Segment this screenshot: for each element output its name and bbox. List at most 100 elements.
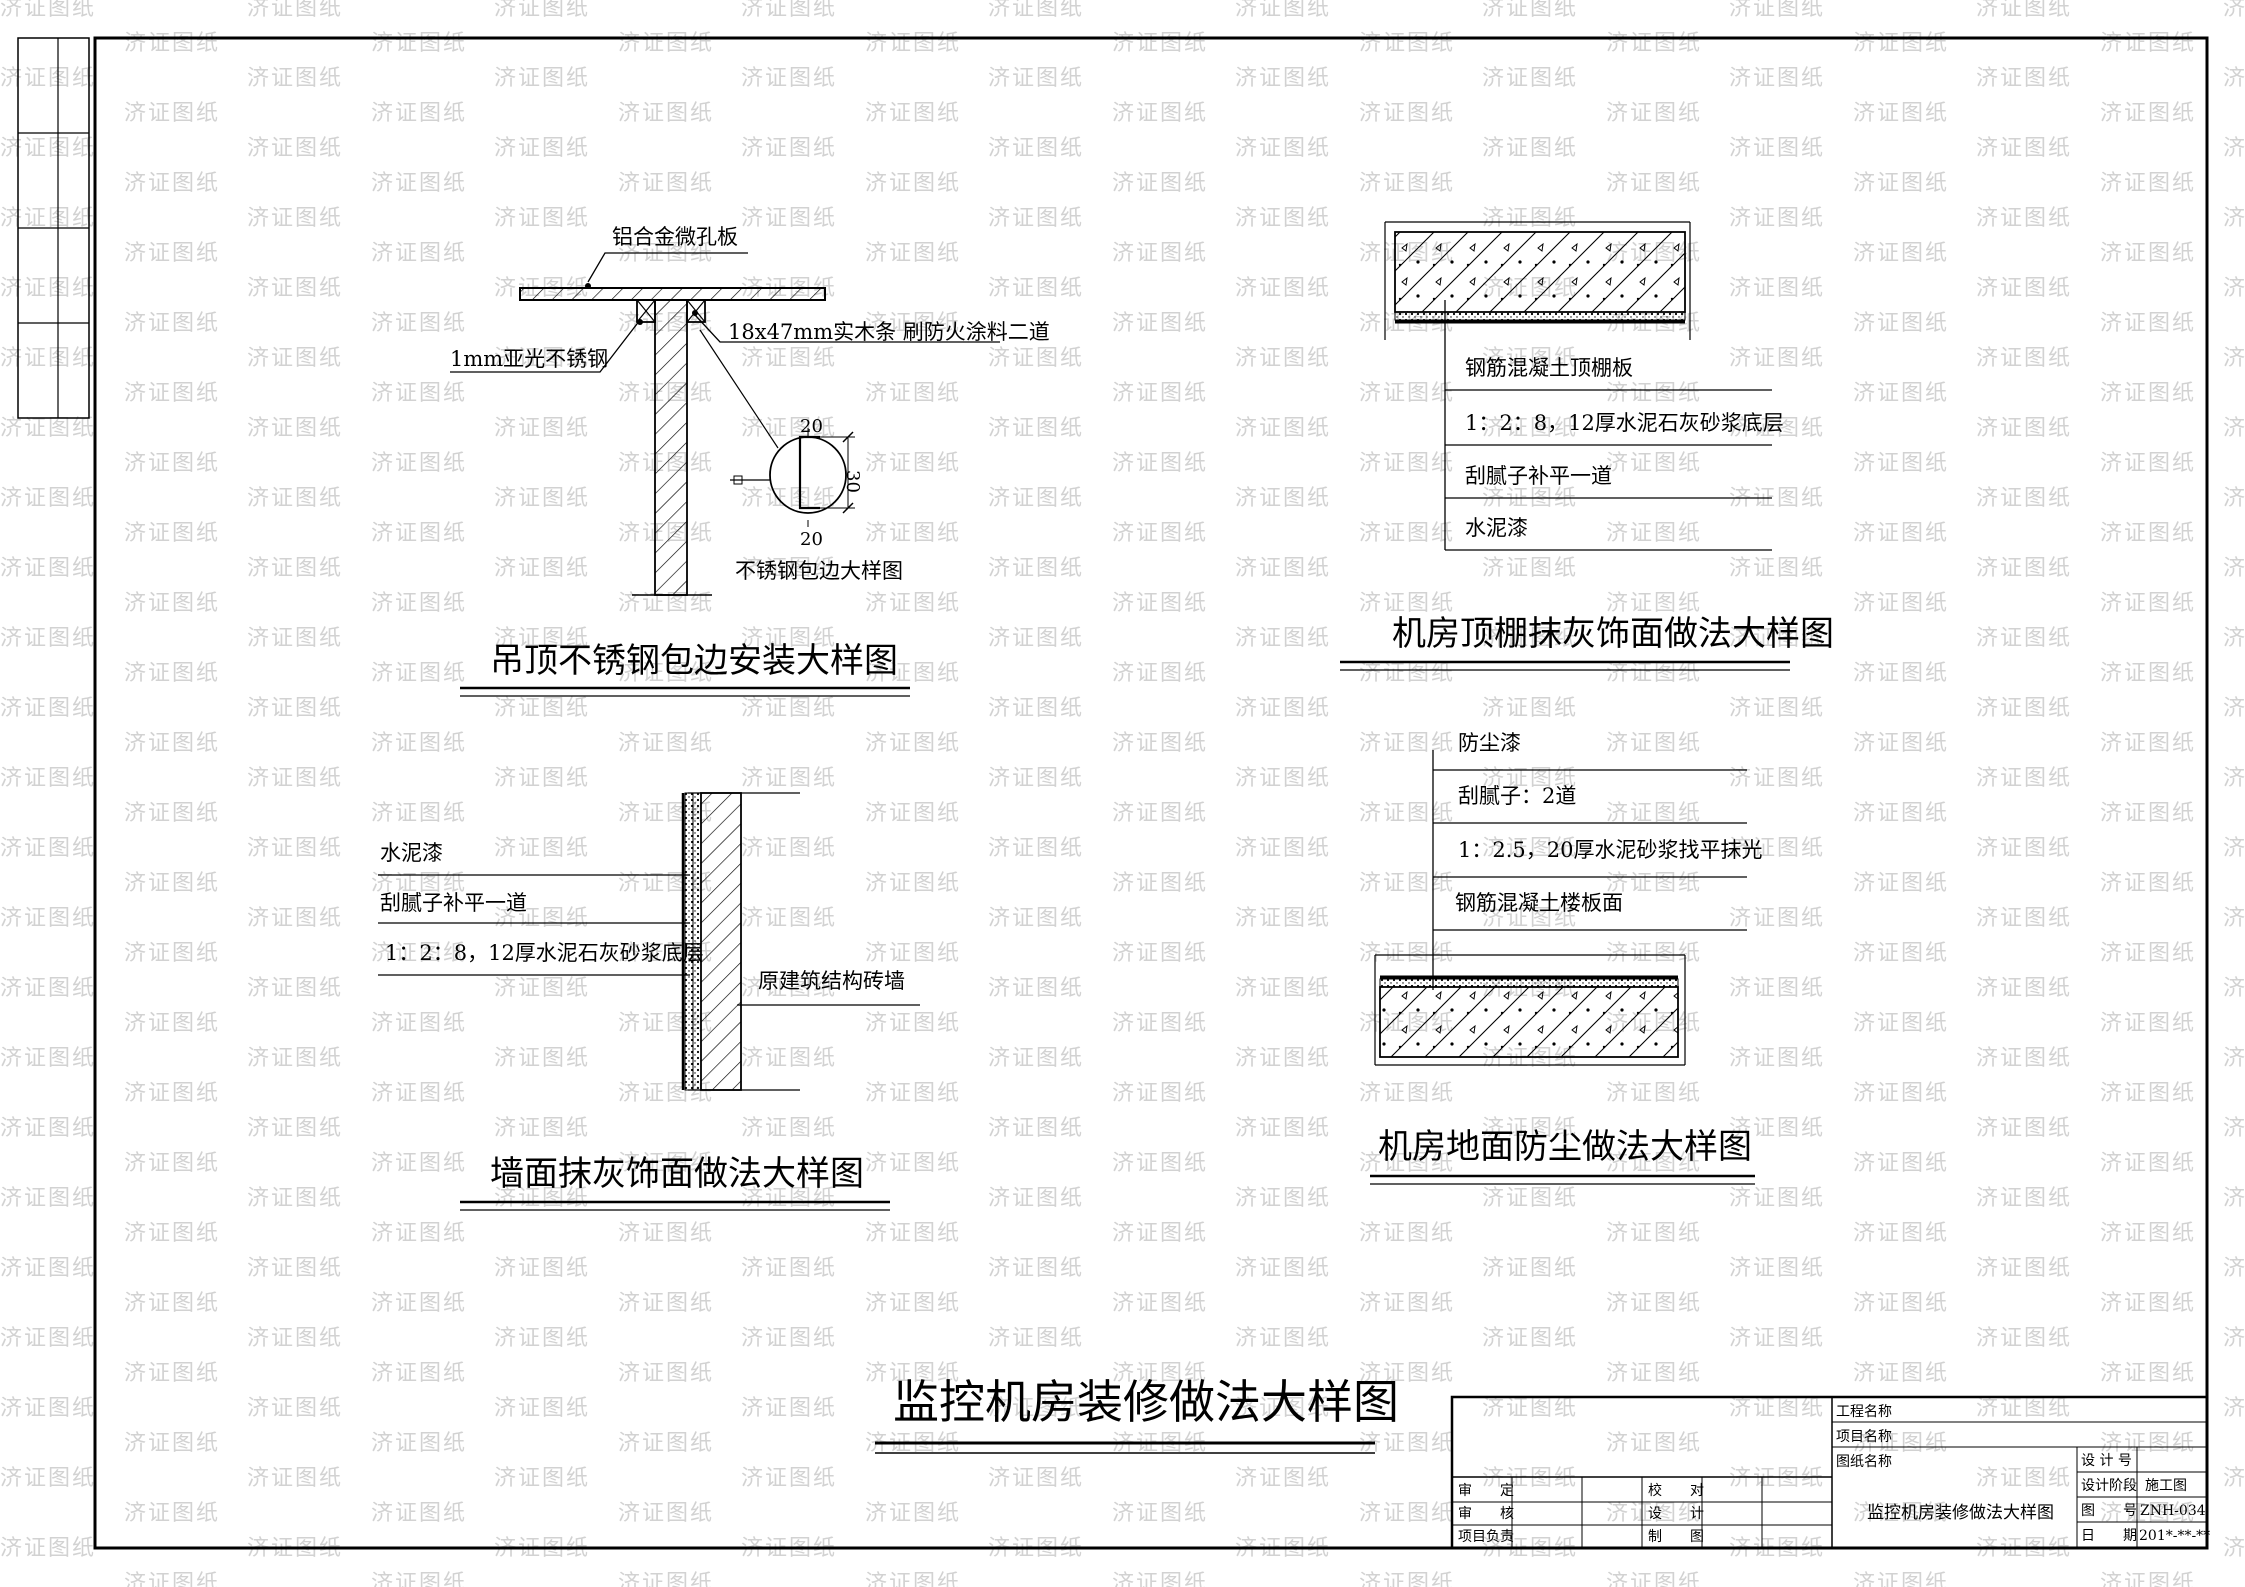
watermark-text: 济证图纸 — [988, 136, 1084, 161]
watermark-text: 济证图纸 — [1359, 731, 1455, 756]
watermark-text: 济证图纸 — [1606, 1431, 1702, 1456]
watermark-text: 济证图纸 — [1359, 1361, 1455, 1386]
watermark-text: 济证图纸 — [1482, 1326, 1578, 1351]
tb-design-stage: 设计阶段 — [2081, 1478, 2137, 1494]
watermark-text: 济证图纸 — [865, 661, 961, 686]
watermark-text: 济证图纸 — [988, 416, 1084, 441]
watermark-text: 济证图纸 — [494, 906, 590, 931]
watermark-text: 济证图纸 — [2100, 661, 2196, 686]
watermark-text: 济证图纸 — [1976, 136, 2072, 161]
watermark-text: 济证图纸 — [371, 241, 467, 266]
watermark-text: 济证图纸 — [1853, 731, 1949, 756]
watermark-text: 济证图纸 — [1112, 1081, 1208, 1106]
main-title: 监控机房装修做法大样图 — [875, 1375, 1399, 1454]
watermark-text: 济证图纸 — [618, 171, 714, 196]
watermark-text: 济证图纸 — [988, 1116, 1084, 1141]
watermark-text: 济证图纸 — [1112, 521, 1208, 546]
watermark-text: 济证图纸 — [741, 1256, 837, 1281]
watermark-text: 济证图纸 — [494, 0, 590, 21]
watermark-text: 济证图纸 — [865, 31, 961, 56]
watermark-text: 济证图纸 — [247, 906, 343, 931]
watermark-text: 济证图纸 — [0, 906, 96, 931]
watermark-text: 济证图纸 — [247, 1326, 343, 1351]
watermark-text: 济证图纸 — [1482, 1256, 1578, 1281]
watermark-text: 济证图纸 — [124, 941, 220, 966]
tb-project-name: 工程名称 — [1836, 1404, 1892, 1420]
watermark-text: 济证图纸 — [988, 1256, 1084, 1281]
watermark-text: 济证图纸 — [124, 1501, 220, 1526]
watermark-text: 济证图纸 — [988, 66, 1084, 91]
watermark-text: 济证图纸 — [988, 206, 1084, 231]
watermark-text: 济证图纸 — [1729, 906, 1825, 931]
watermark-text: 济证图纸 — [1853, 801, 1949, 826]
watermark-text: 济证图纸 — [1235, 696, 1331, 721]
watermark-text: 济证图纸 — [1729, 1326, 1825, 1351]
watermark-text: 济证图纸 — [1235, 1396, 1331, 1421]
watermark-text: 济证图纸 — [2223, 1326, 2245, 1351]
title-ceiling-edge: 吊顶不锈钢包边安装大样图 — [490, 641, 898, 681]
watermark-text: 济证图纸 — [1112, 1291, 1208, 1316]
watermark-text: 济证图纸 — [1976, 1396, 2072, 1421]
watermark-text: 济证图纸 — [0, 1256, 96, 1281]
watermark-text: 济证图纸 — [741, 696, 837, 721]
watermark-text: 济证图纸 — [2100, 871, 2196, 896]
watermark-text: 济证图纸 — [247, 1186, 343, 1211]
watermark-text: 济证图纸 — [865, 381, 961, 406]
title-block: 工程名称 项目名称 图纸名称 监控机房装修做法大样图 审 定 审 核 项目负责 … — [1450, 1395, 2210, 1550]
watermark-text: 济证图纸 — [1112, 1571, 1208, 1587]
watermark-text: 济证图纸 — [247, 1466, 343, 1491]
watermark-text: 济证图纸 — [1729, 836, 1825, 861]
watermark-text: 济证图纸 — [1606, 381, 1702, 406]
watermark-text: 济证图纸 — [1235, 626, 1331, 651]
watermark-text: 济证图纸 — [494, 1396, 590, 1421]
watermark-text: 济证图纸 — [124, 381, 220, 406]
watermark-text: 济证图纸 — [371, 1151, 467, 1176]
watermark-text: 济证图纸 — [494, 486, 590, 511]
watermark-text: 济证图纸 — [1729, 276, 1825, 301]
watermark-text: 济证图纸 — [2100, 1221, 2196, 1246]
watermark-text: 济证图纸 — [865, 451, 961, 476]
watermark-text: 济证图纸 — [1729, 0, 1825, 21]
watermark-text: 济证图纸 — [1359, 1081, 1455, 1106]
watermark-text: 济证图纸 — [1235, 1116, 1331, 1141]
watermark-text: 济证图纸 — [1606, 1151, 1702, 1176]
watermark-text: 济证图纸 — [1853, 311, 1949, 336]
watermark-text: 济证图纸 — [2223, 836, 2245, 861]
watermark-text: 济证图纸 — [1235, 206, 1331, 231]
watermark-text: 济证图纸 — [371, 31, 467, 56]
watermark-text: 济证图纸 — [124, 241, 220, 266]
watermark-text: 济证图纸 — [1482, 136, 1578, 161]
watermark-text: 济证图纸 — [1729, 136, 1825, 161]
watermark-text: 济证图纸 — [1853, 451, 1949, 476]
watermark-text: 济证图纸 — [247, 976, 343, 1001]
watermark-text: 济证图纸 — [1606, 801, 1702, 826]
watermark-text: 济证图纸 — [1235, 136, 1331, 161]
watermark-text: 济证图纸 — [2100, 381, 2196, 406]
watermark-text: 济证图纸 — [1729, 346, 1825, 371]
watermark-text: 济证图纸 — [1235, 1046, 1331, 1071]
watermark-text: 济证图纸 — [494, 346, 590, 371]
watermark-text: 济证图纸 — [247, 556, 343, 581]
wall-layer-2: 刮腻子补平一道 — [380, 891, 527, 915]
watermark-text: 济证图纸 — [0, 976, 96, 1001]
watermark-text: 济证图纸 — [1976, 836, 2072, 861]
watermark-text: 济证图纸 — [741, 1466, 837, 1491]
watermark-text: 济证图纸 — [988, 696, 1084, 721]
watermark-text: 济证图纸 — [1976, 626, 2072, 651]
watermark-text: 济证图纸 — [2223, 1466, 2245, 1491]
watermark-text: 济证图纸 — [0, 1466, 96, 1491]
watermark-text: 济证图纸 — [2223, 696, 2245, 721]
label-aluminium-panel: 铝合金微孔板 — [612, 225, 738, 249]
watermark-text: 济证图纸 — [247, 136, 343, 161]
watermark-text: 济证图纸 — [1112, 1151, 1208, 1176]
watermark-text: 济证图纸 — [741, 1116, 837, 1141]
tb-design-no: 设 计 号 — [2081, 1453, 2132, 1469]
tb-date-value: 201*-**-** — [2139, 1528, 2210, 1544]
watermark-text: 济证图纸 — [1729, 696, 1825, 721]
watermark-text: 济证图纸 — [1976, 766, 2072, 791]
watermark-text: 济证图纸 — [494, 836, 590, 861]
watermark-text: 济证图纸 — [494, 766, 590, 791]
watermark-text: 济证图纸 — [371, 1361, 467, 1386]
watermark-text: 济证图纸 — [1112, 1011, 1208, 1036]
watermark-text: 济证图纸 — [1482, 1186, 1578, 1211]
